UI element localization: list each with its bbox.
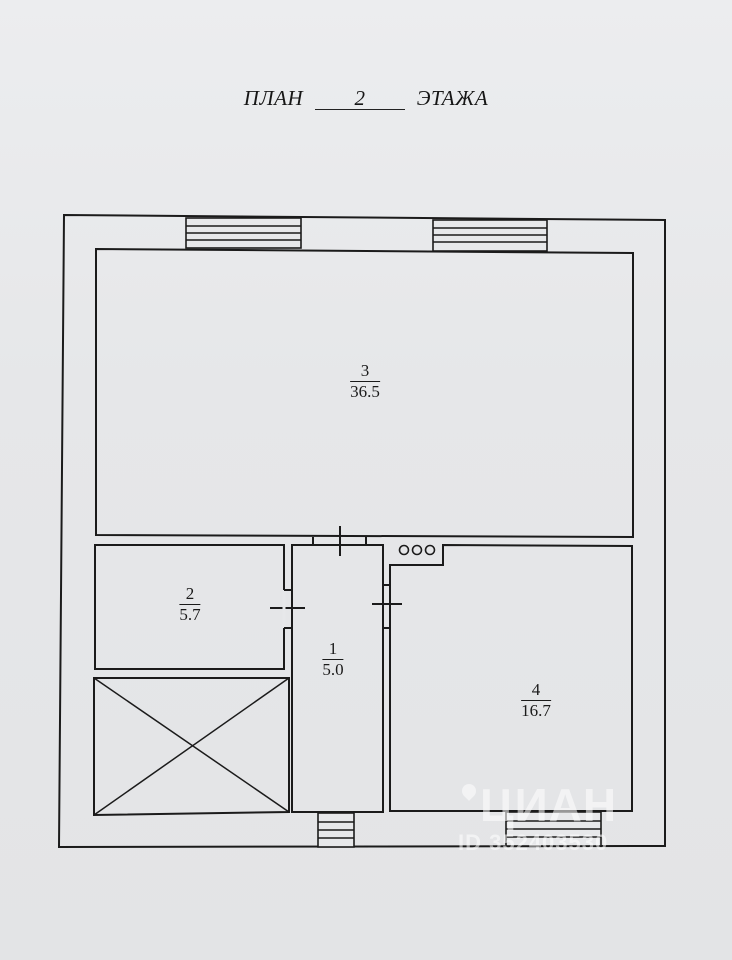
room-area: 16.7 [521, 701, 551, 720]
room-label: 1 5.0 [322, 639, 344, 680]
outer-wall [57, 213, 666, 849]
window-icon [505, 811, 602, 847]
room-4-outline [389, 543, 633, 812]
floor-number: 2 [314, 87, 405, 110]
door-icon [312, 526, 367, 556]
door-icon [270, 589, 305, 629]
room-number: 2 [179, 584, 201, 605]
watermark-logo: ЦИАН [480, 779, 618, 831]
watermark-id: ID 352403530 [458, 830, 609, 855]
plan-title-left: ПЛАН [243, 86, 304, 110]
room-label: 3 36.5 [350, 361, 380, 402]
plan-title-right: ЭТАЖА [416, 86, 489, 110]
vent-icon [398, 544, 436, 556]
room-area: 5.7 [179, 605, 201, 624]
room-1-outline [291, 544, 384, 813]
room-area: 5.0 [322, 660, 344, 679]
watermark: ЦИАН ID 352403530 [458, 780, 678, 856]
room-number: 1 [322, 639, 344, 660]
room-number: 3 [350, 361, 380, 382]
room-label: 4 16.7 [521, 680, 551, 721]
plan-title: ПЛАН 2 ЭТАЖА [0, 86, 732, 111]
door-icon [372, 584, 402, 629]
room-label: 2 5.7 [179, 584, 201, 625]
window-icon [432, 219, 548, 252]
window-icon [317, 812, 355, 848]
room-number: 4 [521, 680, 551, 701]
room-2-outline [94, 544, 285, 670]
window-icon [185, 217, 302, 249]
room-area: 36.5 [350, 382, 380, 401]
stairwell-icon [93, 677, 290, 816]
